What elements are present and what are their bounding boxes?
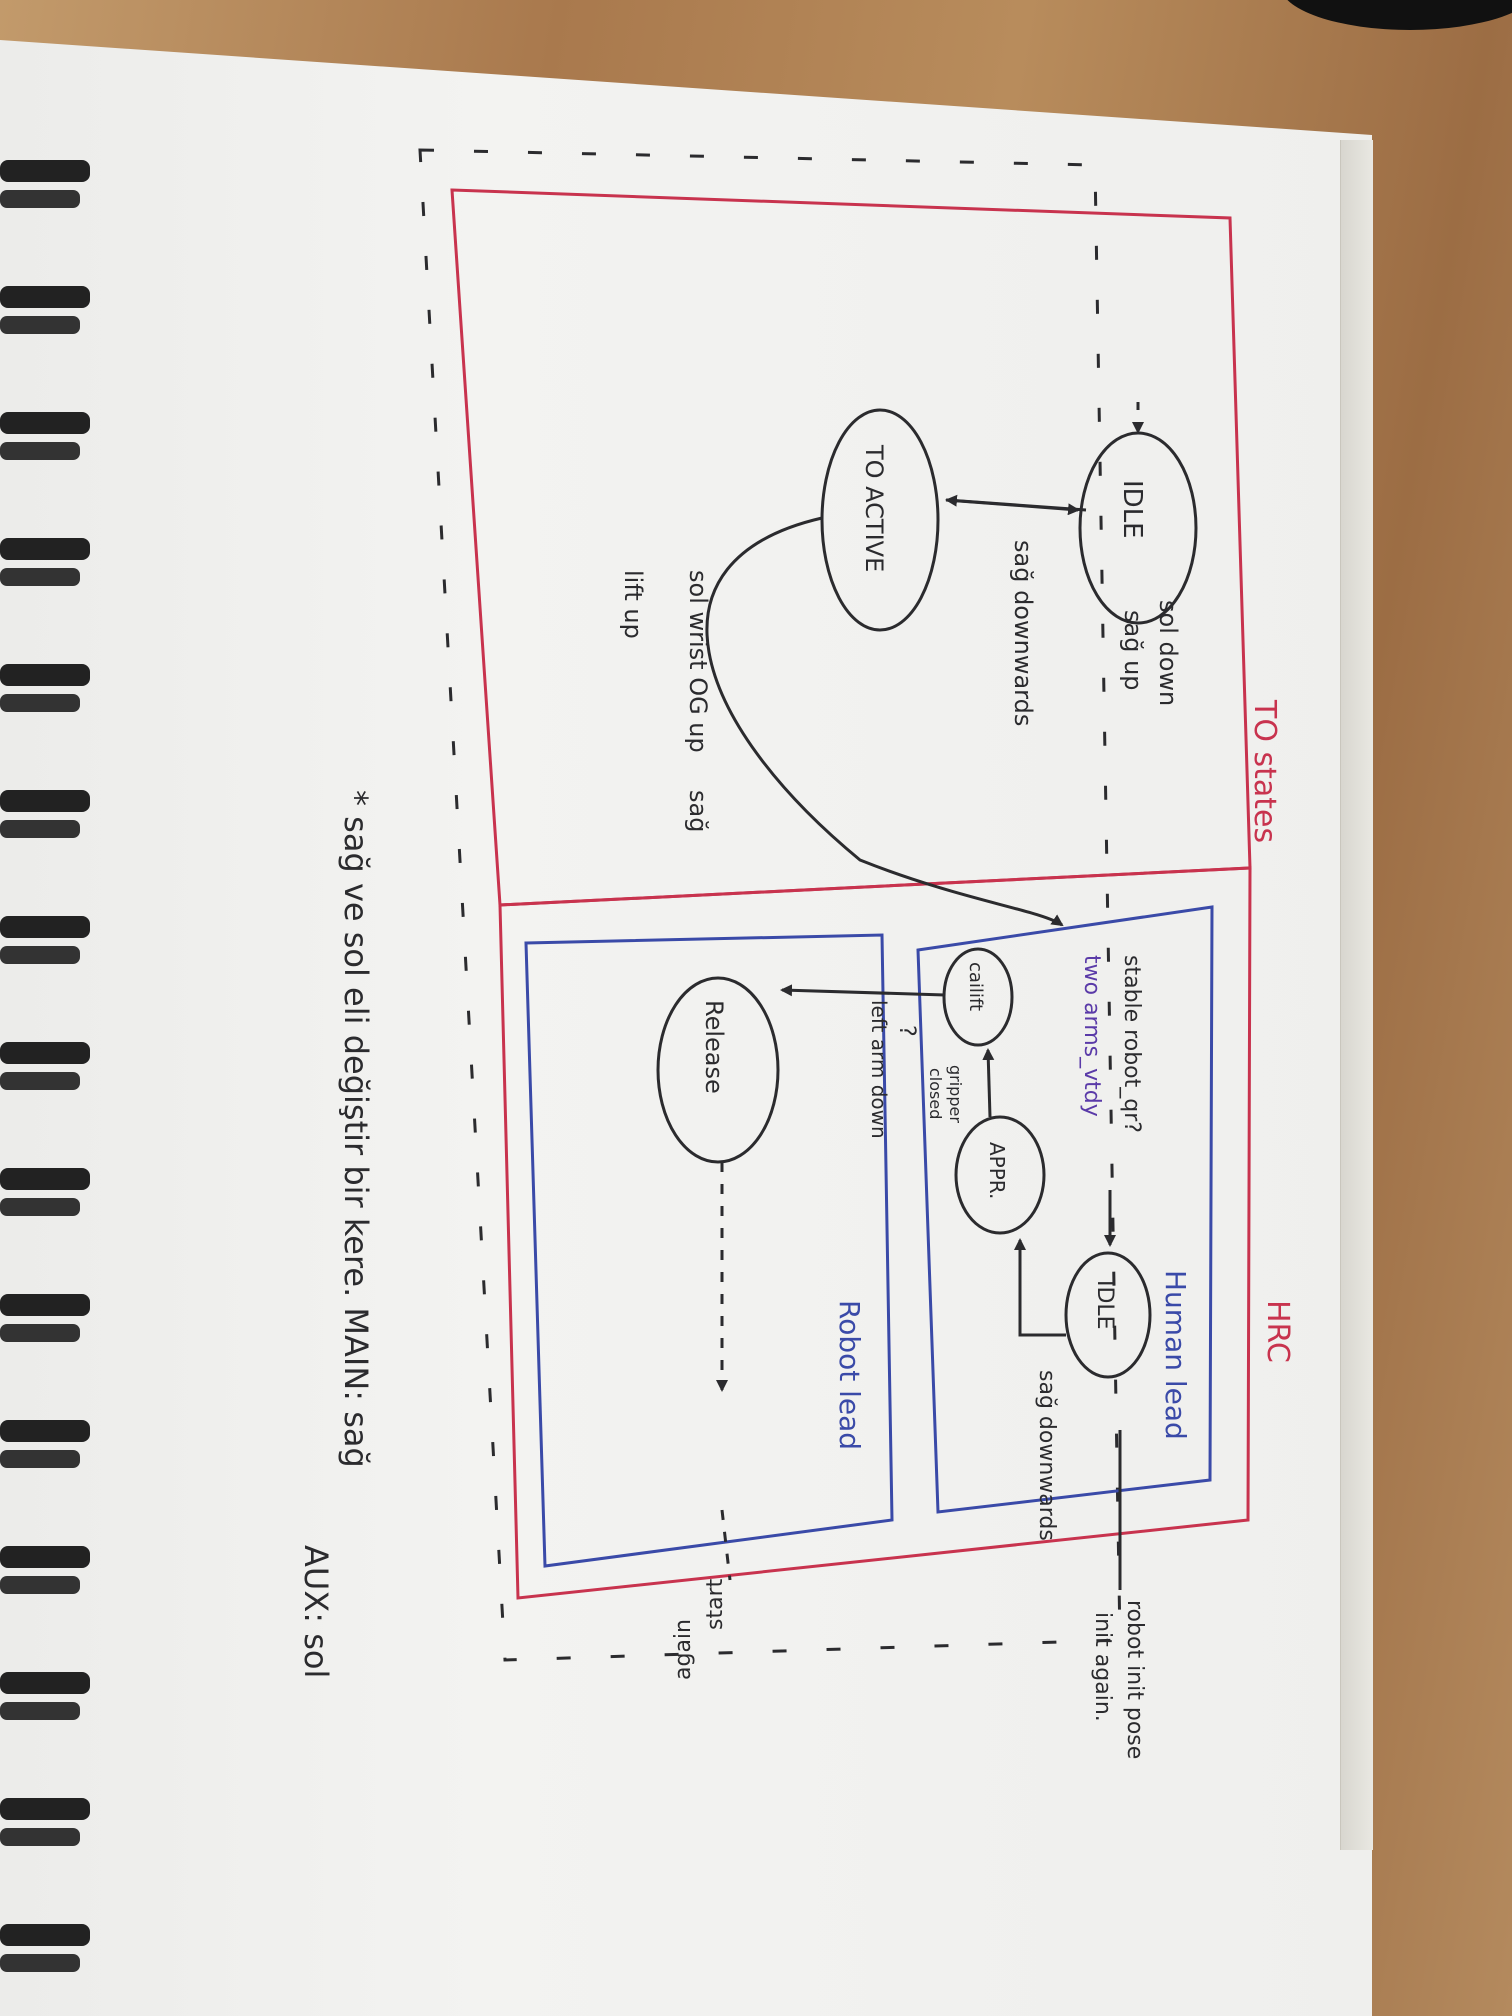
human-lead-frame (916, 905, 1214, 1514)
binding-ring (0, 190, 80, 208)
binding-ring (0, 1168, 90, 1190)
arrow-cailift-to-release (780, 984, 946, 997)
sol-wrist-label: sol wrist OG up (684, 570, 712, 753)
start-again-label-2: again (671, 1619, 696, 1680)
state-to-active-label: TO ACTIVE (860, 444, 888, 572)
binding-ring (0, 316, 80, 334)
binding-ring (0, 1924, 90, 1946)
binding-ring (0, 1450, 80, 1468)
binding-ring (0, 1072, 80, 1090)
state-release: Release (656, 976, 780, 1164)
arrow-active-to-human-lead (705, 516, 1064, 927)
binding-ring (0, 1702, 80, 1720)
binding-ring (0, 916, 90, 938)
binding-ring (0, 1798, 90, 1820)
line-start-again (720, 1509, 732, 1581)
to-states-label: TO states (1247, 699, 1282, 843)
binding-ring (0, 1954, 80, 1972)
lift-up-label: lift up (619, 570, 647, 639)
binding-ring (0, 790, 90, 812)
human-lead-label: Human lead (1159, 1270, 1192, 1440)
notebook-page (0, 40, 1372, 2016)
footnote-line-1: * sağ ve sol eli değiştir bir kere. MAIN… (337, 790, 375, 1468)
state-appr-label: APPR. (985, 1142, 1009, 1199)
page-edge (1340, 140, 1373, 1850)
robot-lead-label: Robot lead (833, 1300, 866, 1450)
binding-ring (0, 1672, 90, 1694)
state-cailift-label: cailift (965, 962, 986, 1011)
binding-ring (0, 538, 90, 560)
robot-init-label-2: init again. (1090, 1612, 1115, 1722)
state-release-label: Release (700, 1000, 728, 1094)
sag-downwards-human-label: sağ downwards (1034, 1370, 1059, 1541)
stable-robot-label: stable robot_qr? (1119, 955, 1144, 1133)
question-mark: ? (894, 1025, 919, 1037)
two-arms-label: two arms_vtdy (1079, 955, 1104, 1117)
robot-lead-frame (524, 933, 894, 1568)
binding-ring (0, 412, 90, 434)
sag-small-label: sağ (684, 790, 712, 832)
state-cailift: cailift (942, 947, 1014, 1047)
binding-ring (0, 1294, 90, 1316)
arrow-appr-to-cailift (982, 1048, 995, 1118)
binding-ring (0, 820, 80, 838)
binding-ring (0, 1324, 80, 1342)
binding-ring (0, 160, 90, 182)
state-idle-top: IDLE (1078, 431, 1198, 625)
binding-ring (0, 568, 80, 586)
state-idle-human-label: IDLE (1092, 1280, 1117, 1330)
hrc-frame (498, 866, 1252, 1600)
sag-downwards-label: sağ downwards (1009, 540, 1037, 726)
to-states-frame (450, 188, 1252, 907)
state-idle-top-label: IDLE (1117, 480, 1147, 539)
idle-up-label-2: sağ up (1119, 610, 1147, 691)
hrc-label: HRC (1260, 1300, 1295, 1363)
arrow-active-to-idle (945, 498, 1080, 516)
binding-ring (0, 1546, 90, 1568)
binding-ring (0, 1198, 80, 1216)
robot-init-label-1: robot init pose (1122, 1600, 1147, 1759)
binding-ring (0, 1576, 80, 1594)
arrow-idle-human-to-appr (1014, 1238, 1066, 1337)
state-appr: APPR. (954, 1115, 1046, 1235)
footnote-line-2: AUX: sol (297, 1545, 335, 1678)
start-again-label-1: start (703, 1578, 728, 1630)
left-arm-down-label: left arm down (867, 1000, 891, 1139)
binding-ring (0, 1420, 90, 1442)
state-to-active: TO ACTIVE (820, 408, 940, 632)
binding-ring (0, 694, 80, 712)
binding-ring (0, 1042, 90, 1064)
state-idle-human: IDLE (1064, 1251, 1152, 1379)
binding-ring (0, 1828, 80, 1846)
binding-ring (0, 946, 80, 964)
gripper-label-2: closed (926, 1068, 945, 1119)
idle-up-label-1: sol down (1154, 600, 1182, 706)
gripper-label-1: gripper (946, 1065, 965, 1123)
binding-ring (0, 664, 90, 686)
binding-ring (0, 286, 90, 308)
binding-ring (0, 442, 80, 460)
